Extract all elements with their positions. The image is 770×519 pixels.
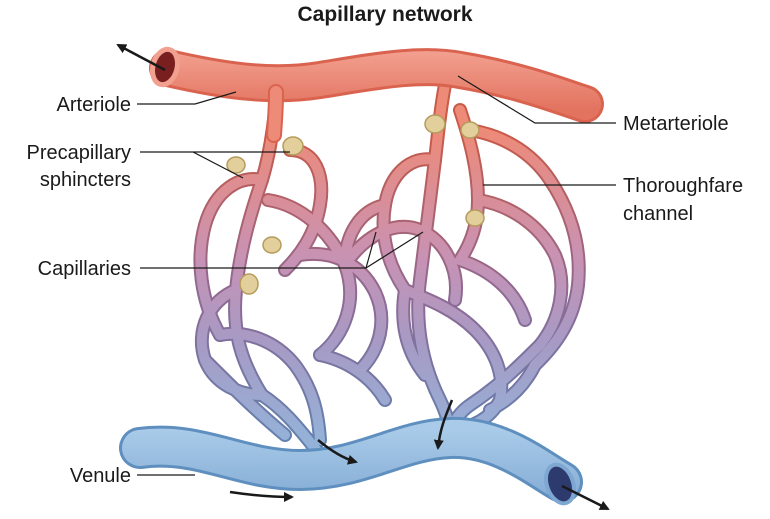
- venule-flow-arrow: [229, 490, 294, 502]
- sphincter-4: [239, 273, 259, 295]
- label-thoroughfare-line2: channel: [623, 203, 693, 225]
- label-thoroughfare-line1: Thoroughfare: [623, 175, 743, 197]
- leader-arteriole: [137, 91, 237, 105]
- sphincter-2: [226, 156, 246, 174]
- capillary-flow-arrow-1: [317, 439, 358, 465]
- label-arteriole: Arteriole: [57, 94, 131, 116]
- sphincter-1: [282, 136, 304, 156]
- leader-capillaries-2: [365, 231, 424, 269]
- sphincter-6: [460, 121, 480, 139]
- leader-metarteriole: [457, 75, 616, 124]
- arteriole-vessel: [149, 46, 604, 143]
- label-precapillary-line2: sphincters: [40, 169, 131, 191]
- capillary-flow-arrow-2: [433, 399, 454, 450]
- diagram-title: Capillary network: [297, 3, 472, 26]
- sphincter-7: [465, 209, 485, 227]
- label-capillaries: Capillaries: [38, 258, 131, 280]
- venule-vessel: [119, 416, 583, 506]
- label-metarteriole: Metarteriole: [623, 113, 729, 135]
- label-venule: Venule: [70, 465, 131, 487]
- leader-lines: [137, 75, 616, 476]
- venule-outflow-arrow: [561, 484, 610, 511]
- arteriole-outflow-arrow: [116, 43, 166, 72]
- label-precapillary-line1: Precapillary: [27, 142, 131, 164]
- sphincter-3: [262, 236, 282, 254]
- flow-arrows: [116, 43, 610, 511]
- precapillary-sphincters: [226, 114, 485, 295]
- sphincter-5: [424, 114, 446, 134]
